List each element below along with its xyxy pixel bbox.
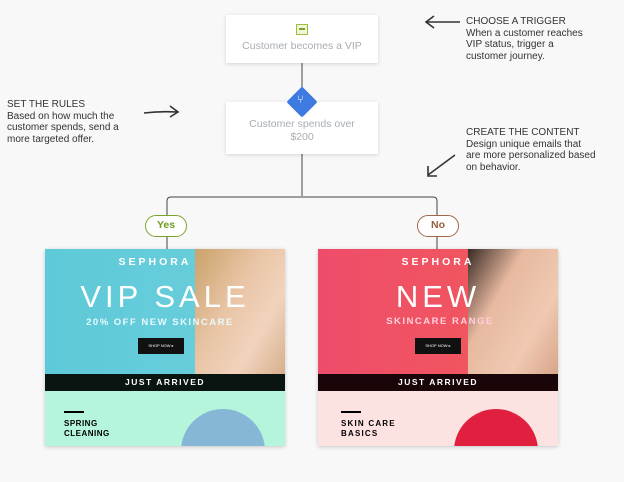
annotation-body: Design unique emails that are more perso…	[466, 138, 596, 173]
calendar-icon	[296, 24, 308, 35]
email-hero: SEPHORA NEW SKINCARE RANGE SHOP NOW ▸	[318, 249, 558, 374]
arrow-trigger-icon	[424, 15, 460, 29]
rule-label: Customer spends over $200	[249, 118, 355, 143]
brand-logo: SEPHORA	[401, 256, 475, 268]
shop-now-button[interactable]: SHOP NOW ▸	[138, 338, 184, 354]
trigger-node[interactable]: Customer becomes a VIP	[226, 15, 378, 63]
branch-no[interactable]: No	[417, 215, 459, 237]
annotation-heading: CREATE THE CONTENT	[466, 127, 580, 138]
email-preview-new[interactable]: SEPHORA NEW SKINCARE RANGE SHOP NOW ▸ JU…	[318, 249, 558, 446]
arrow-rules-icon	[143, 105, 180, 118]
model-image	[468, 249, 558, 374]
annotation-heading: CHOOSE A TRIGGER	[466, 16, 566, 27]
section-title: SKIN CARE BASICS	[341, 419, 396, 438]
email-preview-vip[interactable]: SEPHORA VIP SALE 20% OFF NEW SKINCARE SH…	[45, 249, 285, 446]
annotation-content: CREATE THE CONTENT Design unique emails …	[466, 127, 596, 173]
email-lower-section: SPRING CLEANING	[45, 391, 285, 446]
shop-now-button[interactable]: SHOP NOW ▸	[415, 338, 461, 354]
just-arrived-banner: JUST ARRIVED	[45, 374, 285, 391]
annotation-heading: SET THE RULES	[7, 99, 85, 110]
trigger-label: Customer becomes a VIP	[242, 40, 362, 52]
email-headline: NEW	[395, 279, 481, 314]
annotation-body: When a customer reaches VIP status, trig…	[466, 27, 583, 62]
divider	[64, 411, 84, 413]
section-title: SPRING CLEANING	[64, 419, 110, 438]
email-lower-section: SKIN CARE BASICS	[318, 391, 558, 446]
product-image	[181, 409, 265, 446]
split-glyph-icon: ⑂	[297, 94, 304, 106]
arrow-content-icon	[427, 154, 456, 177]
email-subhead: SKINCARE RANGE	[386, 316, 494, 327]
annotation-trigger: CHOOSE A TRIGGER When a customer reaches…	[466, 16, 596, 62]
divider	[341, 411, 361, 413]
brand-logo: SEPHORA	[118, 256, 192, 268]
model-image	[195, 249, 285, 374]
email-hero: SEPHORA VIP SALE 20% OFF NEW SKINCARE SH…	[45, 249, 285, 374]
annotation-body: Based on how much the customer spends, s…	[7, 110, 119, 145]
just-arrived-banner: JUST ARRIVED	[318, 374, 558, 391]
annotation-rules: SET THE RULES Based on how much the cust…	[7, 99, 125, 145]
email-headline: VIP SALE	[80, 279, 250, 314]
product-image	[454, 409, 538, 446]
branch-yes[interactable]: Yes	[145, 215, 187, 237]
email-subhead: 20% OFF NEW SKINCARE	[86, 317, 234, 328]
